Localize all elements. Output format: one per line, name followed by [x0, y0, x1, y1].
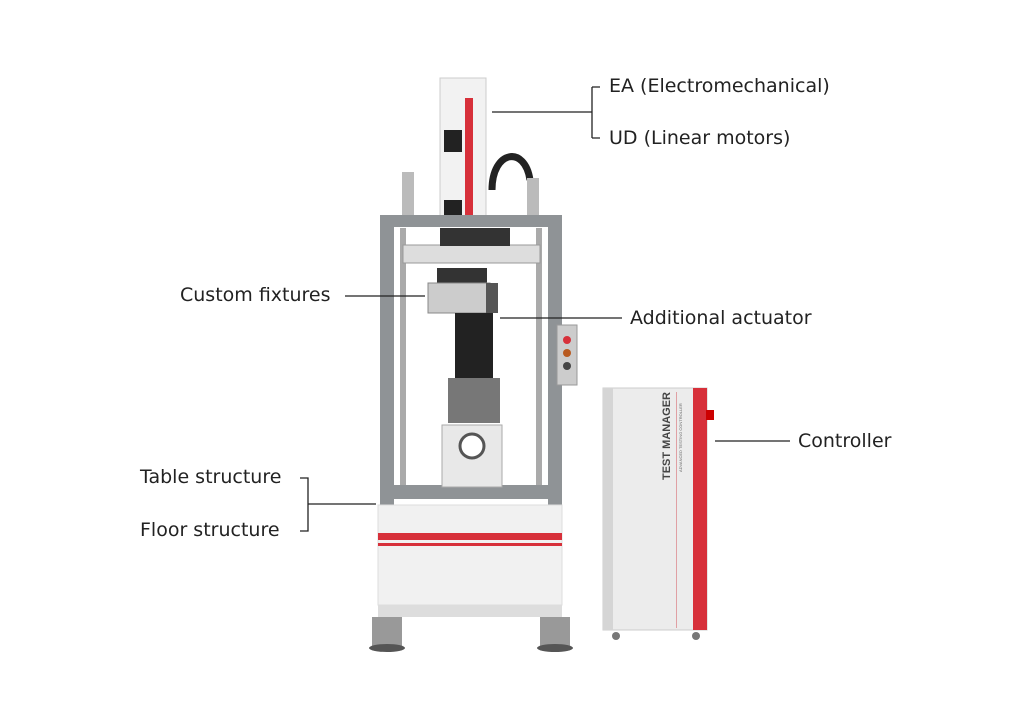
actuator-column: [402, 77, 539, 219]
controller-subtitle: ADVANCED TESTING CONTROLLER: [678, 403, 683, 472]
callout-lines: [300, 86, 790, 532]
floor-base: [369, 504, 573, 652]
label-custom-fixtures: Custom fixtures: [180, 284, 331, 306]
label-table-structure: Table structure: [140, 466, 282, 488]
controller-cabinet: TEST MANAGER ADVANCED TESTING CONTROLLER: [602, 387, 714, 640]
label-additional-actuator: Additional actuator: [630, 307, 812, 329]
label-floor-structure: Floor structure: [140, 519, 280, 541]
fixture-assembly: [427, 268, 578, 488]
label-ea: EA (Electromechanical): [609, 75, 830, 97]
label-controller: Controller: [798, 430, 892, 452]
load-frame: [380, 215, 562, 505]
controller-title: TEST MANAGER: [661, 392, 673, 480]
label-ud: UD (Linear motors): [609, 127, 791, 149]
